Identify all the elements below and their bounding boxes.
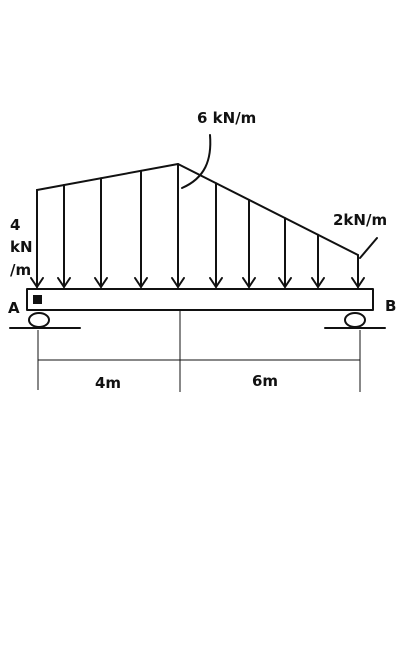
right-roller: [344, 312, 366, 328]
load-arrow: [57, 184, 71, 288]
load-arrow: [94, 177, 108, 288]
load-arrow: [134, 169, 148, 288]
load-arrow: [311, 233, 325, 288]
load-arrow: [171, 163, 185, 288]
left-load-label-line-1: 4: [10, 216, 20, 234]
beam: [26, 288, 374, 311]
left-load-label-line-2: kN: [10, 238, 33, 256]
left-roller: [28, 312, 50, 328]
load-arrow: [278, 217, 292, 288]
load-arrow: [242, 198, 256, 288]
right-load-label: 2kN/m: [333, 211, 387, 229]
support-b-label: B: [385, 297, 396, 315]
peak-label-leader: [181, 134, 212, 189]
peak-load-label: 6 kN/m: [197, 109, 256, 127]
right-span-label: 6m: [252, 372, 278, 390]
right-label-leader: [359, 237, 378, 259]
load-envelope: [36, 163, 359, 288]
load-arrow: [351, 254, 365, 288]
left-load-label-line-3: /m: [10, 261, 31, 279]
load-arrow: [30, 189, 44, 288]
support-a-label: A: [8, 299, 20, 317]
support-marker-square: [33, 295, 42, 304]
load-arrow: [209, 182, 223, 288]
left-span-label: 4m: [95, 374, 121, 392]
load-arrows: [30, 163, 365, 288]
